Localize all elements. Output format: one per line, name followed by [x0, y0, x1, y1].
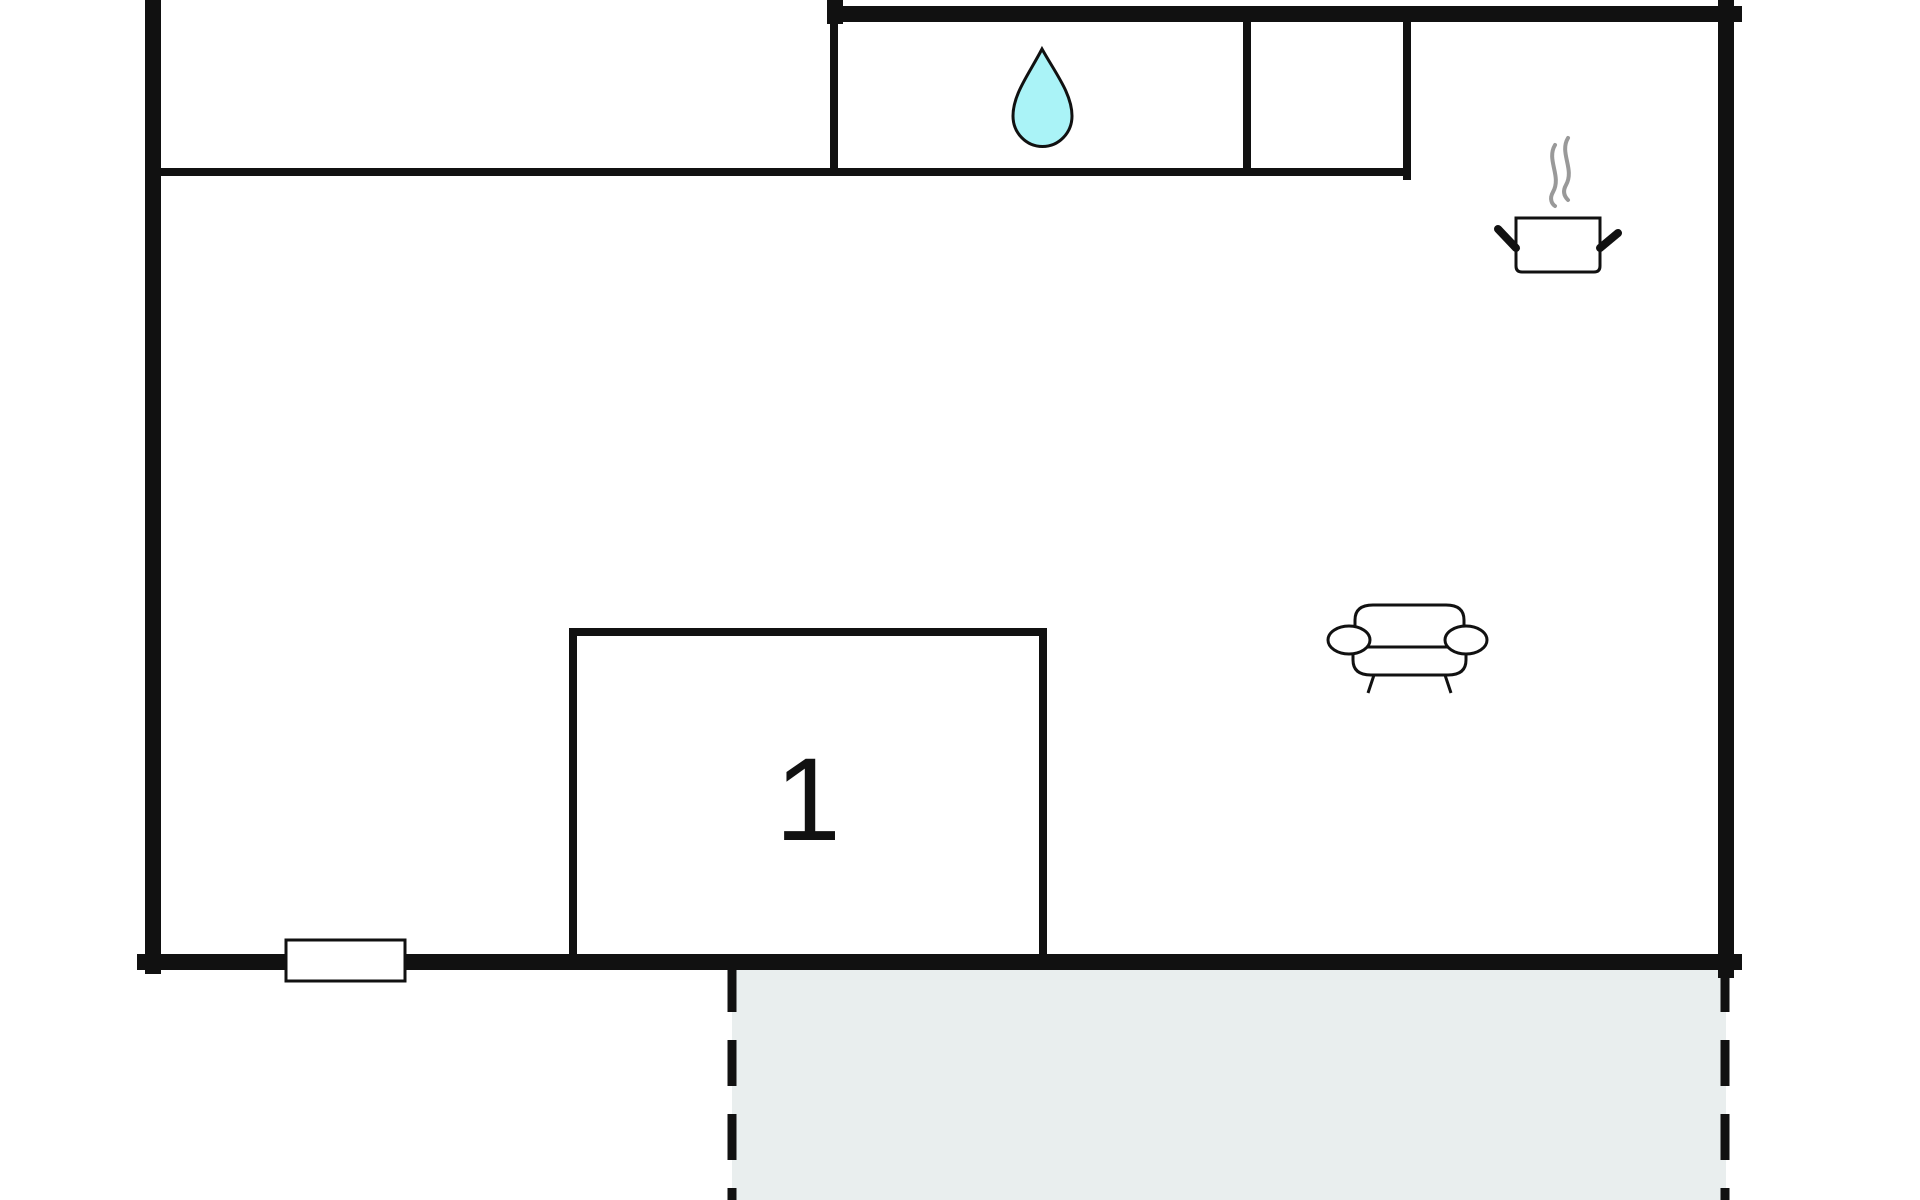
- sofa-base: [1351, 645, 1468, 677]
- sofa-leg-left: [1366, 674, 1376, 694]
- sofa-icon: [1326, 603, 1489, 694]
- steam-line-left: [1549, 143, 1558, 208]
- cooking-pot-icon: [1494, 136, 1622, 274]
- terrace-fill: [732, 962, 1726, 1200]
- sofa-leg-right: [1443, 674, 1453, 694]
- room-1-label: 1: [775, 734, 841, 866]
- exterior-walls: [137, 0, 1742, 978]
- terrace-area: [727, 962, 1730, 1200]
- pot-handle-left: [1494, 225, 1520, 252]
- sofa-backrest: [1353, 603, 1466, 630]
- sofa-armrest-left: [1326, 624, 1372, 656]
- water-drop-icon: [1011, 45, 1074, 148]
- pot-handle-right: [1596, 229, 1622, 252]
- sofa-armrest-right: [1443, 624, 1489, 656]
- steam-line-right: [1562, 136, 1571, 202]
- interior-walls: [153, 14, 1411, 962]
- window-icon: [284, 938, 407, 983]
- pot-body: [1514, 216, 1602, 274]
